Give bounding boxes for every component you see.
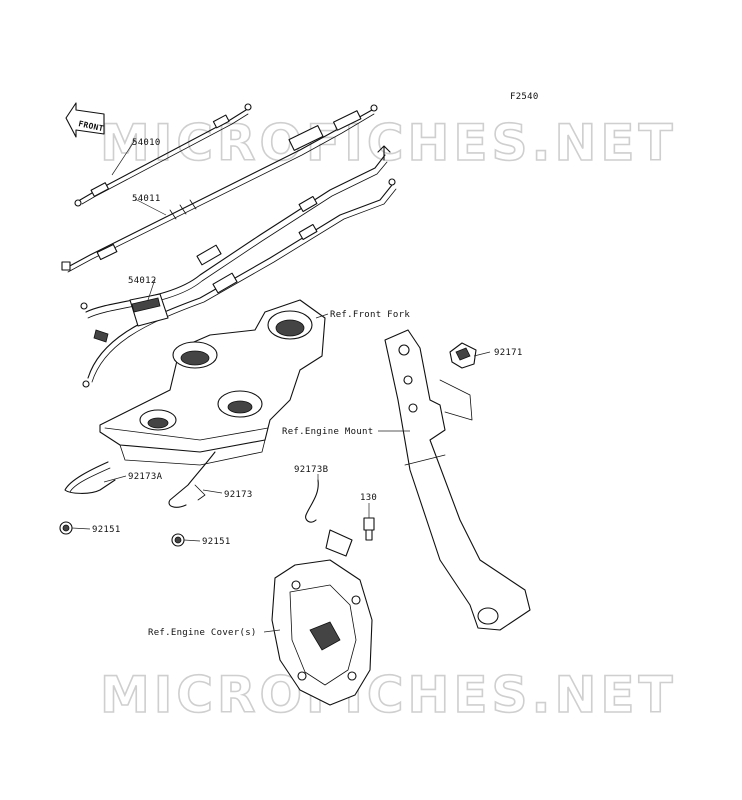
engine-cover [271,559,373,706]
part-92151-left [59,521,73,535]
front-arrow-icon: FRONT [65,102,105,138]
engine-mount [384,329,531,631]
leader-54010 [111,139,136,176]
leader-92151a [71,527,91,530]
callout-92173: 92173 [224,490,253,500]
callout-92173B: 92173B [294,465,328,475]
callout-ref-engine-cover: Ref.Engine Cover(s) [148,628,257,638]
part-92151-right [171,533,185,547]
watermark-bottom: MICROFICHES.NET [100,666,677,724]
callout-92171: 92171 [494,348,523,358]
callout-ref-front-fork: Ref.Front Fork [330,310,410,320]
part-92173 [168,451,216,508]
upper-triple-clamp [99,299,326,466]
callout-54012: 54012 [128,276,157,286]
leader-92151b [183,539,201,542]
callout-130: 130 [360,493,377,503]
cable-54011 [61,104,378,273]
cable-54010 [74,103,252,207]
part-92171 [449,342,477,369]
leader-92171 [473,351,491,357]
callout-54010: 54010 [132,138,161,148]
part-92173A [64,461,116,494]
leader-54012 [147,278,156,301]
callout-92173A: 92173A [128,472,163,482]
leader-92173A [103,475,127,483]
leader-54011 [134,198,167,216]
leader-92173 [202,489,223,494]
part-92173B [305,479,353,557]
leader-ref-front-fork [315,313,329,319]
callout-92151-left: 92151 [92,525,121,535]
callout-92151-right: 92151 [202,537,231,547]
callout-ref-engine-mount: Ref.Engine Mount [282,427,374,437]
leader-ref-engine-cover [263,629,281,633]
part-130 [363,517,375,541]
callout-54011: 54011 [132,194,161,204]
diagram-code: F2540 [510,92,539,102]
cable-54012 [80,145,397,388]
